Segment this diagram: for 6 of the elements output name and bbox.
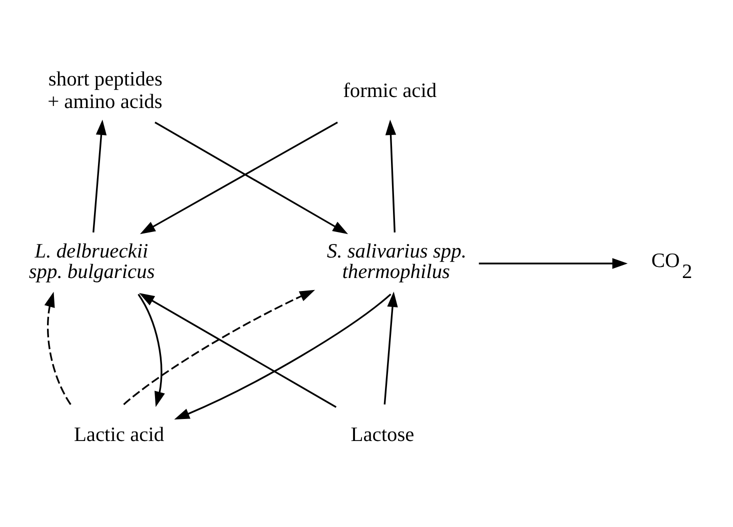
node-text: formic acid xyxy=(343,80,437,102)
node-text: Lactose xyxy=(350,424,414,446)
node-text: S. salivarius spp. thermophilus xyxy=(326,240,466,284)
node-text: short peptides + amino acids xyxy=(48,68,162,113)
node-text: L. delbrueckii spp. bulgaricus xyxy=(28,240,155,284)
node-text: Lactic acid xyxy=(74,424,164,446)
